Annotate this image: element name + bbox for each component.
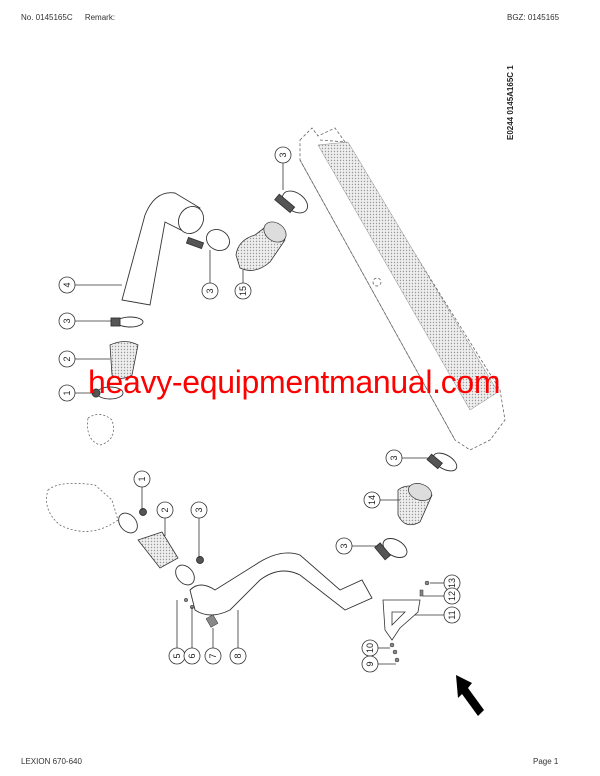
callout-4: 4 — [62, 282, 72, 287]
pipe-8 — [189, 552, 373, 616]
intercooler-core — [317, 141, 499, 411]
callout-2: 2 — [62, 356, 72, 361]
watermark-text: heavy-equipmentmanual.com — [88, 364, 501, 400]
clamp-upper — [185, 229, 230, 251]
hose-2-lower — [137, 531, 179, 569]
callout-3: 3 — [205, 288, 215, 293]
callout-9: 9 — [365, 661, 375, 666]
clamp-lower-right — [374, 538, 408, 561]
callout-6: 6 — [187, 653, 197, 658]
callout-8: 8 — [233, 653, 243, 658]
bracket-11 — [382, 599, 421, 641]
pipe-4 — [121, 192, 204, 306]
callout-3: 3 — [194, 507, 204, 512]
callout-2: 2 — [160, 507, 170, 512]
model-name: LEXION 670-640 — [21, 757, 82, 766]
clamp-lower-left — [175, 556, 204, 586]
hose-14 — [397, 483, 433, 526]
hose-15 — [235, 221, 287, 271]
doc-number: No. 0145165C — [21, 13, 73, 22]
callout-11: 11 — [447, 610, 457, 619]
clamp-left — [110, 316, 144, 328]
document-header-left: No. 0145165C Remark: — [21, 13, 115, 22]
callout-12: 12 — [447, 591, 457, 601]
turbo-outlet-upper — [87, 414, 114, 446]
callout-3: 3 — [278, 152, 288, 157]
callout-3: 3 — [389, 455, 399, 460]
callout-5: 5 — [172, 653, 182, 658]
callout-3: 3 — [339, 543, 349, 548]
remark-label: Remark: — [84, 13, 116, 22]
clamp-upper-right — [274, 190, 309, 214]
turbo-housing-lower — [46, 482, 119, 532]
orientation-arrow-icon — [456, 675, 484, 716]
intercooler-outline — [299, 127, 506, 451]
callout-10: 10 — [365, 643, 375, 653]
clamp-right-top — [426, 452, 458, 472]
page-number: Page 1 — [533, 757, 559, 766]
callout-1: 1 — [137, 476, 147, 481]
callout-1: 1 — [62, 390, 72, 395]
clamp-1-lower — [118, 508, 147, 534]
hose-2-upper — [109, 341, 139, 379]
callout-15: 15 — [238, 286, 248, 296]
clamp-1-upper — [91, 386, 124, 400]
callout-14: 14 — [367, 495, 377, 505]
callout-3: 3 — [62, 318, 72, 323]
callout-7: 7 — [208, 653, 218, 658]
bgz-number: BGZ: 0145165 — [507, 13, 560, 22]
callout-13: 13 — [447, 578, 457, 588]
